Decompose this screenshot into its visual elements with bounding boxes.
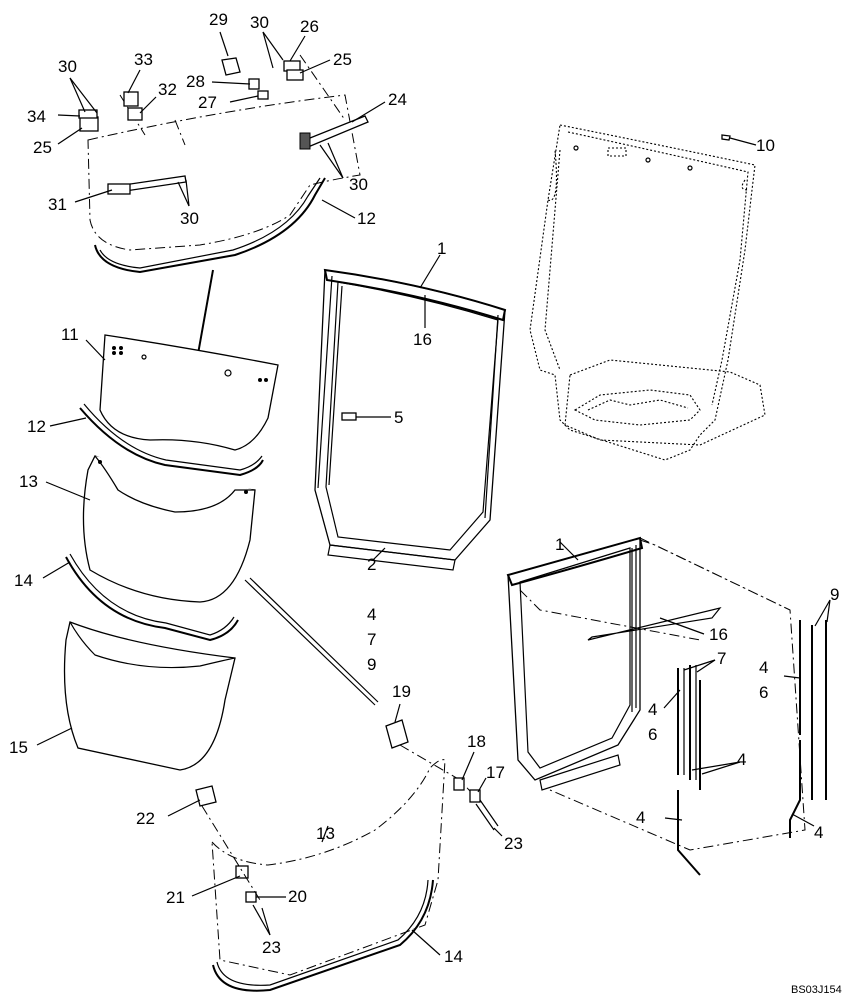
callout-6: 6 (759, 683, 768, 702)
seal-strip-12-upper (94, 177, 326, 274)
callout-20: 20 (288, 887, 307, 906)
callout-4: 4 (814, 823, 823, 842)
callout-7: 7 (367, 630, 376, 649)
callout-18: 18 (467, 732, 486, 751)
callout-31: 31 (48, 195, 67, 214)
callout-25: 25 (333, 50, 352, 69)
glass-panel-13-cutout (94, 455, 255, 513)
callout-1: 1 (555, 535, 564, 554)
callout-19: 19 (392, 682, 411, 701)
wiper-arm-mount (299, 132, 311, 150)
callout-30: 30 (250, 13, 269, 32)
leader-rod-upper (197, 269, 214, 355)
callout-4: 4 (367, 605, 376, 624)
hinge-part-25-left (79, 116, 99, 132)
callout-2: 2 (367, 555, 376, 574)
latch-part-29 (221, 57, 241, 76)
callout-1: 1 (437, 239, 446, 258)
pin-part-10 (721, 134, 731, 141)
bracket-part-22 (195, 785, 217, 807)
callout-5: 5 (394, 408, 403, 427)
callout-10: 10 (756, 136, 775, 155)
wiper-blade-holder (107, 183, 131, 195)
callout-15: 15 (9, 738, 28, 757)
seal-strip-14-upper (65, 556, 239, 642)
callout-27: 27 (198, 93, 217, 112)
callout-9: 9 (367, 655, 376, 674)
cab-frame (529, 124, 766, 461)
callout-34: 34 (27, 107, 46, 126)
callout-30: 30 (180, 209, 199, 228)
seal-strip-16-side (587, 607, 722, 641)
seal-strip-14-lower (212, 879, 434, 992)
callout-17: 17 (486, 763, 505, 782)
hinge-part-25-right (286, 69, 304, 81)
callout-30: 30 (58, 57, 77, 76)
latch-part-5 (341, 412, 357, 421)
callout-26: 26 (300, 17, 319, 36)
callout-labels: 30 34 25 33 32 29 30 26 25 28 27 24 30 3… (9, 10, 842, 996)
seal-strip-12-lower (79, 407, 264, 477)
glass-panel-11 (99, 334, 279, 451)
latch-part-19 (385, 719, 409, 749)
callout-4: 4 (737, 750, 746, 769)
callout-12: 12 (357, 209, 376, 228)
callout-14: 14 (444, 947, 463, 966)
callout-29: 29 (209, 10, 228, 29)
callout-23: 23 (262, 938, 281, 957)
callout-25: 25 (33, 138, 52, 157)
callout-4: 4 (636, 808, 645, 827)
door-frame-right (506, 536, 827, 876)
callout-23: 23 (504, 834, 523, 853)
reference-code: BS03J154 (791, 984, 842, 996)
part-28 (248, 78, 260, 90)
callout-33: 33 (134, 50, 153, 69)
callout-28: 28 (186, 72, 205, 91)
door-frame-center (314, 268, 507, 571)
callout-13: 13 (19, 472, 38, 491)
callout-16: 16 (413, 330, 432, 349)
callout-leaders (36, 31, 831, 956)
callout-30: 30 (349, 175, 368, 194)
clip-part-33 (123, 91, 139, 107)
callout-24: 24 (388, 90, 407, 109)
callout-4: 4 (759, 658, 768, 677)
callout-11: 11 (61, 325, 79, 344)
callout-32: 32 (158, 80, 177, 99)
glass-stack (63, 334, 279, 771)
wiper-arm-part (304, 115, 369, 148)
callout-21: 21 (166, 888, 185, 907)
bracket-part-18 (453, 777, 465, 791)
lower-window-assembly (195, 719, 499, 992)
callout-22: 22 (136, 809, 155, 828)
clip-part-20 (245, 891, 257, 903)
callout-9: 9 (830, 585, 839, 604)
callout-13: 13 (316, 824, 335, 843)
clip-part-34 (78, 109, 98, 119)
callout-4: 4 (648, 700, 657, 719)
hinge-part-32 (127, 107, 143, 121)
upper-window-assembly (78, 54, 369, 274)
glass-panel-15 (63, 621, 236, 771)
callout-12: 12 (27, 417, 46, 436)
callout-7: 7 (717, 649, 726, 668)
callout-6: 6 (648, 725, 657, 744)
leader-line-glass (244, 579, 376, 706)
clip-part-17 (469, 789, 481, 803)
callout-16: 16 (709, 625, 728, 644)
bracket-part-21 (235, 865, 249, 879)
callout-14: 14 (14, 571, 33, 590)
part-27 (257, 90, 269, 100)
